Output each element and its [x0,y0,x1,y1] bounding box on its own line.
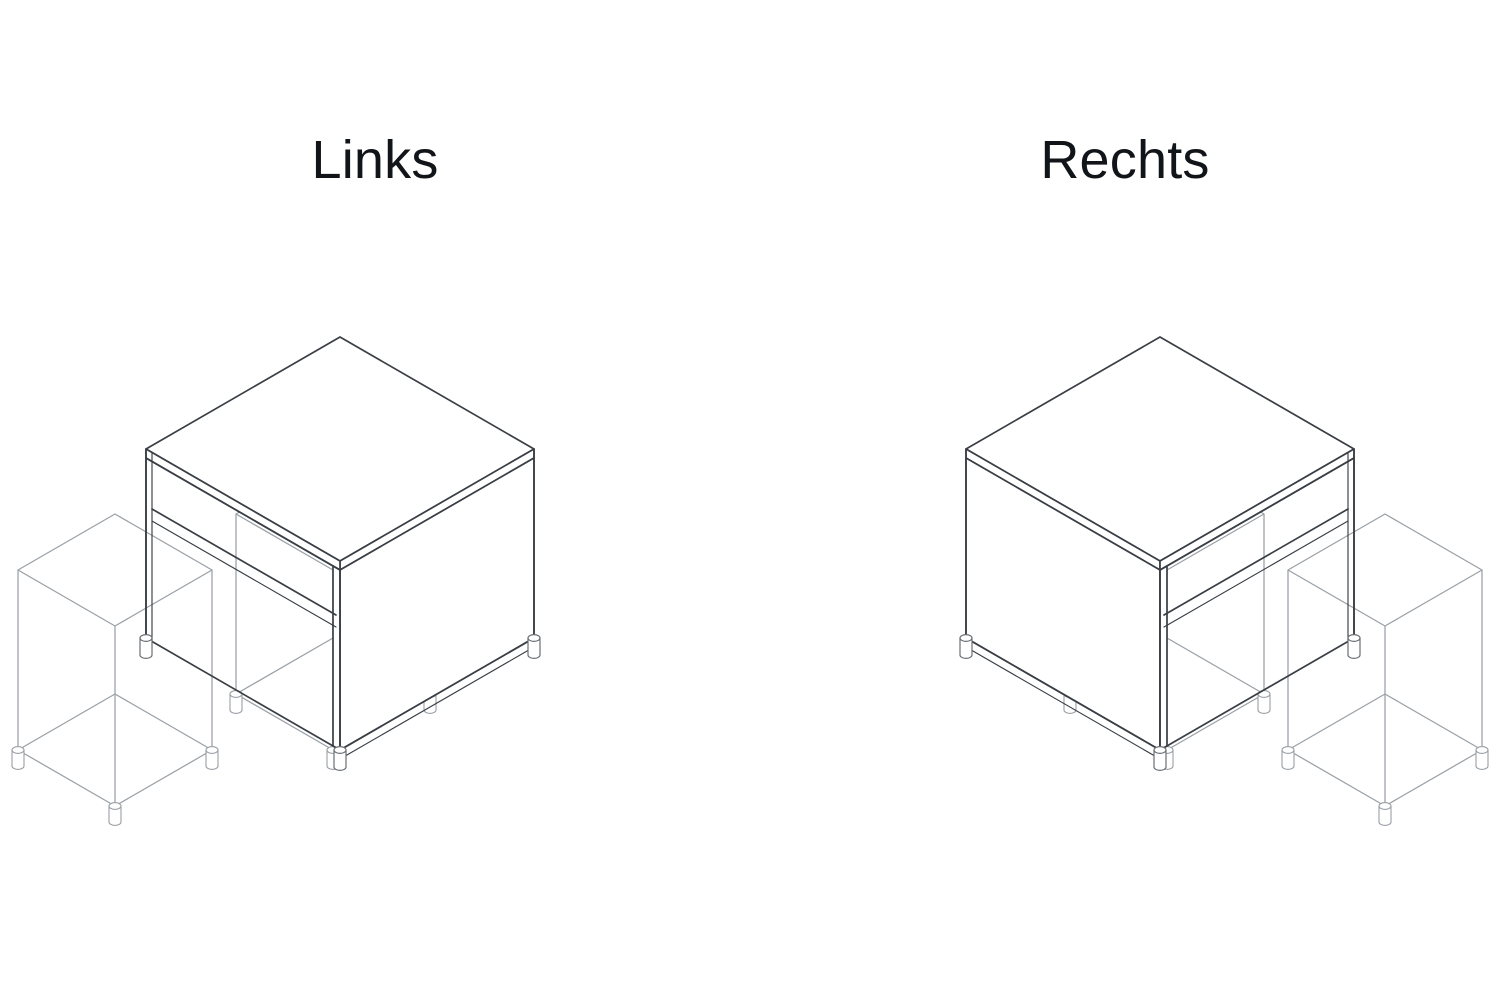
variant-title-links: Links [311,130,439,190]
adjustable-foot [1378,802,1392,826]
side-panel-edge [332,565,341,751]
adjustable-foot [1153,746,1167,771]
cross-rail-edge [1163,520,1349,628]
top-panel [17,513,213,627]
bottom-rail [965,637,1161,751]
highlighted-module [139,336,541,771]
adjustable-foot [229,690,243,714]
adjustable-foot [139,634,153,659]
adjustable-foot [1257,690,1271,714]
adjustable-foot [959,634,973,659]
cross-rail [151,508,337,616]
cabinet-diagram-links [0,290,750,826]
cross-rail [1163,508,1349,616]
adjustable-foot [333,746,347,771]
ghost-module-left [1281,513,1489,826]
cabinet-diagram-rechts [750,290,1500,826]
cross-rail-edge [151,520,337,628]
adjustable-foot [1281,746,1295,770]
variant-title-rechts: Rechts [1040,130,1210,190]
top-panel [1287,513,1483,627]
ghost-module-left [11,513,219,826]
cabinet-svg-rechts [959,336,1489,826]
side-panel-edge [1159,565,1168,751]
bottom-rail-edge [339,646,535,760]
adjustable-foot [527,634,541,659]
cabinet-svg-links [11,336,541,826]
bottom-rail-edge [965,646,1161,760]
adjustable-foot [1475,746,1489,770]
adjustable-foot [1347,634,1361,659]
bottom-rail [339,637,535,751]
adjustable-foot [108,802,122,826]
adjustable-foot [205,746,219,770]
highlighted-module [959,336,1361,771]
variant-panel-links: Links [0,130,750,826]
variant-panel-rechts: Rechts [750,0,1500,1000]
adjustable-foot [11,746,25,770]
